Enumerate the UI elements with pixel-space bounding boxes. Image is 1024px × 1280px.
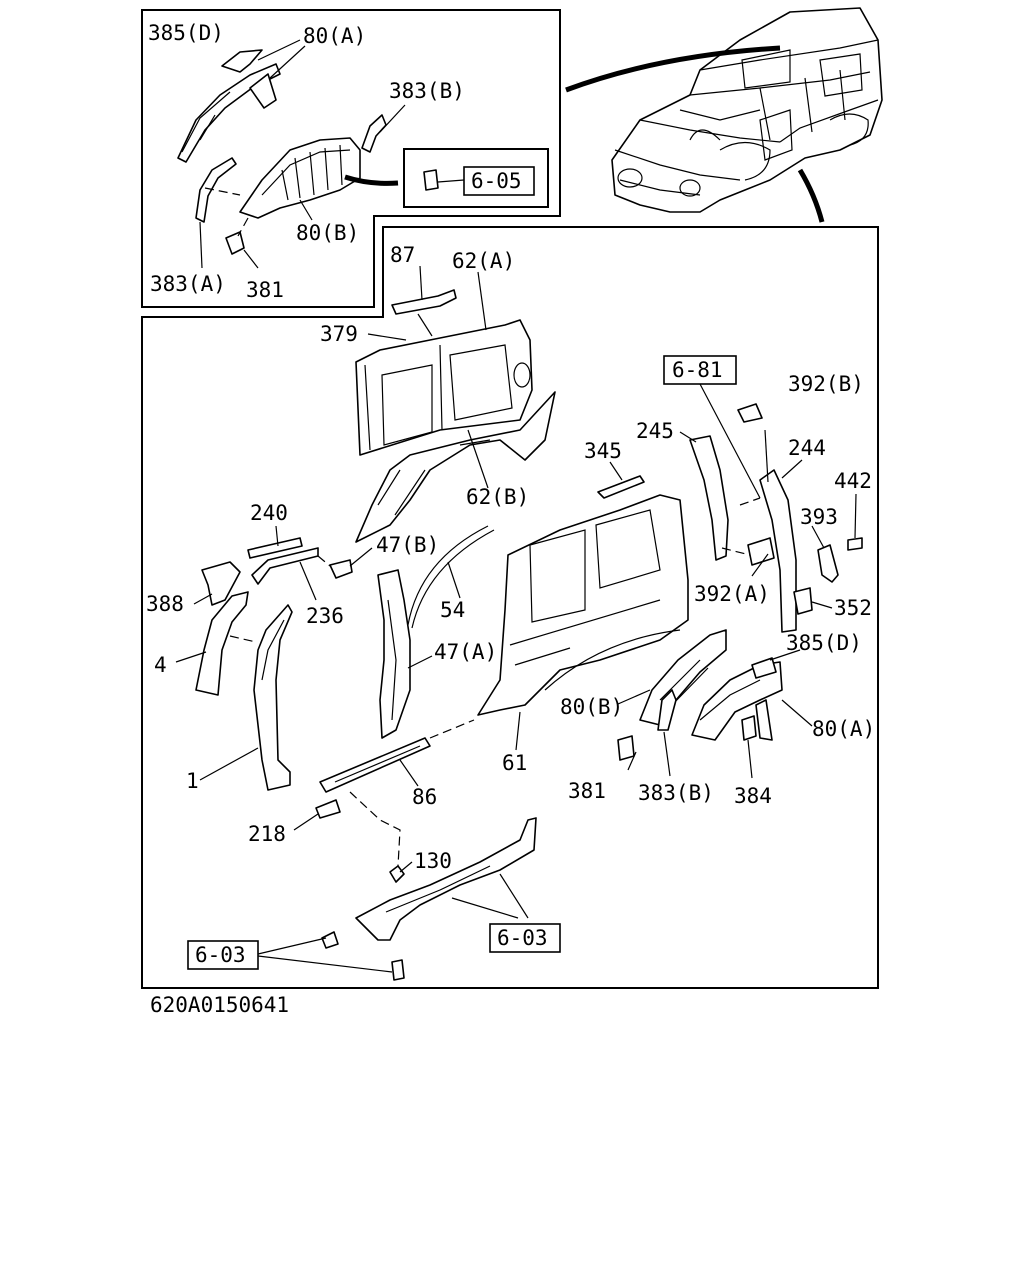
inset-part-383b [361, 114, 387, 153]
label-80a-top: 80(A) [303, 24, 366, 48]
part-345-strip [597, 475, 645, 499]
label-345: 345 [584, 439, 622, 463]
label-80b: 80(B) [560, 695, 623, 719]
part-244-panel [759, 469, 797, 633]
label-385d-top: 385(D) [148, 21, 224, 45]
label-218: 218 [248, 822, 286, 846]
label-381: 381 [568, 779, 606, 803]
part-62b-lower-quarter [355, 391, 556, 543]
label-244: 244 [788, 436, 826, 460]
part-384-plate [741, 715, 757, 741]
part-86-sill [319, 737, 431, 793]
main-leaders [175, 265, 857, 973]
label-236: 236 [306, 604, 344, 628]
part-393-bracket [817, 544, 839, 583]
part-47b-clip [329, 559, 353, 579]
label-80a: 80(A) [812, 717, 875, 741]
label-442: 442 [834, 469, 872, 493]
part-392b-bracket [737, 403, 763, 423]
part-61-side-outer-panel [477, 494, 689, 716]
label-393: 393 [800, 505, 838, 529]
ref-6-03-clip-icon-a [321, 931, 339, 949]
label-384: 384 [734, 784, 772, 808]
part-130-nut [389, 865, 405, 883]
inset-frame-wheelhouse [141, 9, 561, 308]
label-130: 130 [414, 849, 452, 873]
diagram-id: 620A0150641 [150, 993, 289, 1017]
main-frame [141, 226, 879, 989]
part-87-bracket [391, 289, 457, 315]
svg-text:6-03: 6-03 [195, 943, 246, 967]
vehicle-overview [611, 7, 883, 213]
label-4: 4 [154, 653, 167, 677]
part-392a-bracket [747, 537, 775, 566]
ref-box-6-81[interactable]: 6-81 [663, 355, 737, 385]
part-side-sill-assembly [355, 817, 537, 941]
part-218-clip [315, 799, 341, 819]
label-379: 379 [320, 322, 358, 346]
label-383b: 383(B) [638, 781, 714, 805]
inset-part-80b [239, 137, 361, 219]
part-383b-lower [657, 689, 677, 731]
part-240-rail [247, 537, 303, 559]
label-62a: 62(A) [452, 249, 515, 273]
label-392a: 392(A) [694, 582, 770, 606]
ref-box-6-03-left[interactable]: 6-03 [187, 940, 259, 970]
label-47a: 47(A) [434, 640, 497, 664]
label-86: 86 [412, 785, 437, 809]
ref-box-6-03-right[interactable]: 6-03 [489, 923, 561, 953]
svg-text:6-05: 6-05 [471, 169, 522, 193]
part-62a-upper-quarter [355, 319, 533, 456]
label-392b: 392(B) [788, 372, 864, 396]
part-labels: 385(D) 80(A) 383(B) 80(B) 383(A) 381 87 … [146, 21, 875, 873]
label-1: 1 [186, 769, 199, 793]
part-442-clip [847, 537, 863, 551]
callout-arrow-upper [565, 45, 781, 93]
ref-6-03-clip-icon-b [391, 959, 405, 981]
part-80a-outer-arch [691, 661, 783, 741]
label-385d: 385(D) [786, 631, 862, 655]
label-240: 240 [250, 501, 288, 525]
label-62b: 62(B) [466, 485, 529, 509]
part-245-panel [689, 435, 729, 561]
label-61: 61 [502, 751, 527, 775]
svg-text:6-03: 6-03 [497, 926, 548, 950]
ref-6-05-group-frame [403, 148, 549, 208]
inset-part-80a [177, 63, 281, 163]
part-385d-lower [751, 657, 777, 741]
part-1-pillar [253, 604, 293, 791]
label-352: 352 [834, 596, 872, 620]
inset-part-383a [195, 157, 237, 223]
part-352-bracket [793, 587, 813, 615]
callout-arrow-lower [797, 168, 825, 223]
label-388: 388 [146, 592, 184, 616]
inset-part-385d [221, 49, 263, 73]
ref-box-6-05[interactable]: 6-05 [463, 166, 535, 196]
part-54-weatherstrip [407, 525, 495, 629]
ref-6-05-clip-icon [423, 169, 465, 191]
label-381-top: 381 [246, 278, 284, 302]
label-80b-top: 80(B) [296, 221, 359, 245]
inset-part-381 [225, 231, 245, 255]
label-383a-top: 383(A) [150, 272, 226, 296]
label-87: 87 [390, 243, 415, 267]
part-4-arch-panel [195, 591, 249, 696]
part-47a-center-pillar [377, 569, 411, 739]
label-383b-top: 383(B) [389, 79, 465, 103]
label-47b: 47(B) [376, 533, 439, 557]
label-54: 54 [440, 598, 465, 622]
part-381-lower [617, 735, 635, 761]
svg-text:6-81: 6-81 [672, 358, 723, 382]
inset-leaders [199, 39, 406, 269]
label-245: 245 [636, 419, 674, 443]
